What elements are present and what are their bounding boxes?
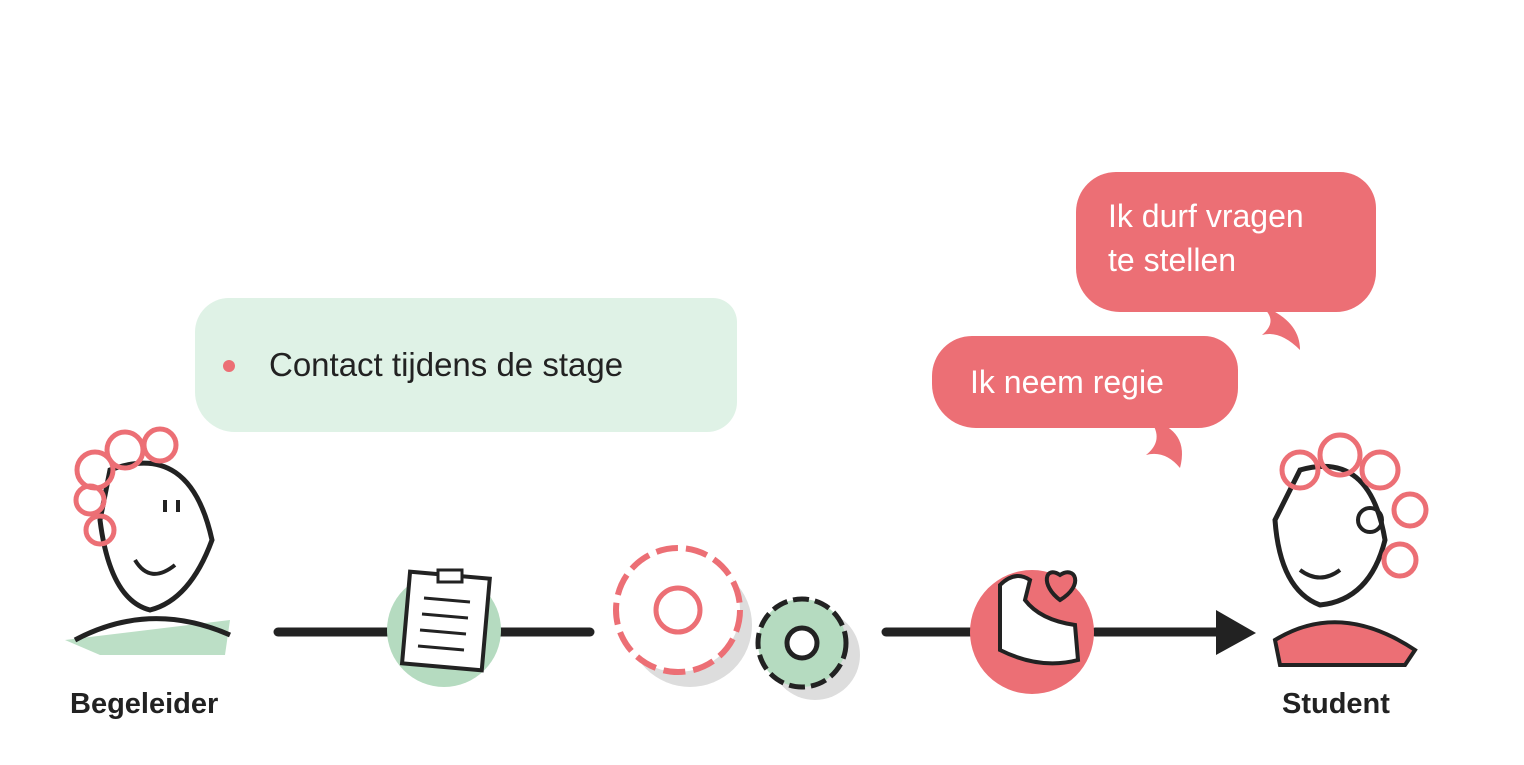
- speech-bubble-regie: Ik neem regie: [932, 336, 1238, 428]
- topic-text: Contact tijdens de stage: [269, 346, 624, 383]
- gears-icon: [613, 545, 860, 700]
- student-label: Student: [1282, 688, 1390, 720]
- speech-text-line1: Ik durf vragen: [1108, 198, 1304, 234]
- speech-tail-2: [1146, 420, 1182, 468]
- begeleider-figure: [65, 426, 232, 655]
- clipboard-icon: [387, 568, 501, 687]
- bullet-dot: [223, 360, 235, 372]
- speech-tail-1: [1260, 305, 1300, 350]
- speech-text: Ik neem regie: [970, 364, 1164, 400]
- student-figure: [1272, 432, 1429, 667]
- topic-bubble: Contact tijdens de stage: [195, 298, 737, 432]
- strong-arm-heart-icon: [970, 570, 1094, 694]
- begeleider-label: Begeleider: [70, 688, 219, 720]
- arrow-head-icon: [1216, 610, 1256, 655]
- speech-bubble-ask: Ik durf vragen te stellen: [1076, 172, 1376, 312]
- speech-text-line2: te stellen: [1108, 242, 1237, 278]
